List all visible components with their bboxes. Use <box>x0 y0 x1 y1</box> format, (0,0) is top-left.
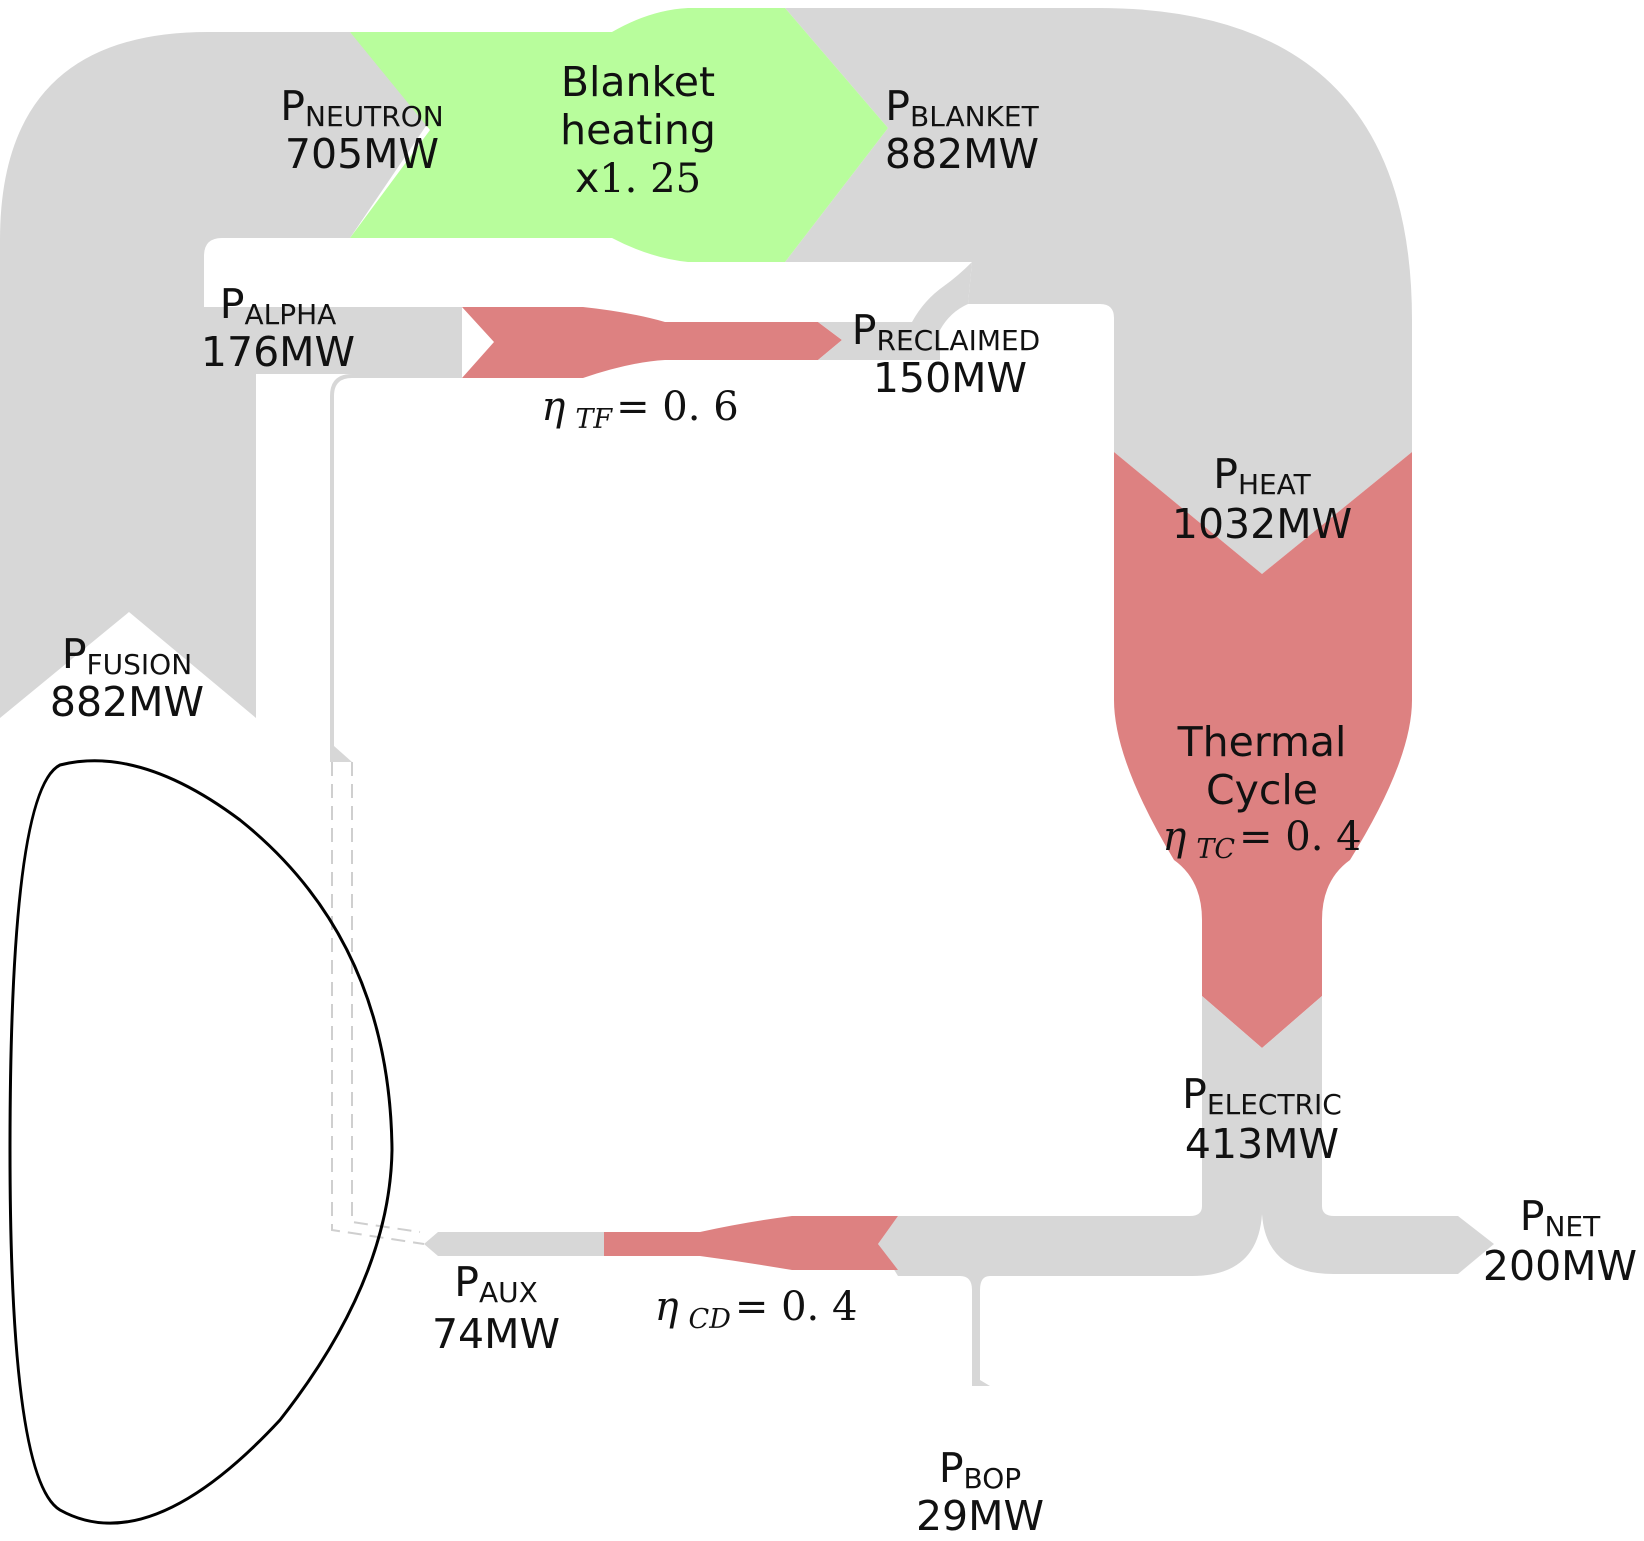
label-blanket-heating: Blanket heating x1. 25 <box>560 58 716 202</box>
label-bop-subscript: BOP <box>964 1462 1022 1495</box>
blanket-heating-line1: Blanket <box>561 58 715 106</box>
stage-thermal-cycle <box>1114 452 1412 1048</box>
eta-tf-value: = 0. 6 <box>616 384 739 430</box>
svg-text:PHEAT: PHEAT <box>1213 450 1311 501</box>
label-heat-value: 1032MW <box>1172 500 1352 548</box>
blanket-heating-multiplier: 1. 25 <box>599 156 701 202</box>
label-neutron-symbol: P <box>280 82 305 130</box>
stage-blanket-heating <box>350 8 888 262</box>
svg-text:PELECTRIC: PELECTRIC <box>1182 1070 1342 1121</box>
svg-text:PNET: PNET <box>1520 1192 1601 1243</box>
eta-tf-sub: TF <box>575 404 613 435</box>
flow-fusion-neutron-blanket-heat <box>0 32 430 718</box>
label-aux-value: 74MW <box>432 1310 560 1358</box>
label-reclaimed-value: 150MW <box>873 354 1027 402</box>
label-heat-subscript: HEAT <box>1238 468 1312 501</box>
eta-cd-symbol: η <box>655 1284 679 1330</box>
label-thermal-cycle: Thermal Cycle η TC= 0. 4 <box>1162 718 1361 865</box>
eta-cd-sub: CD <box>689 1304 732 1335</box>
label-fusion-subscript: FUSION <box>87 648 193 681</box>
label-heat: PHEAT 1032MW <box>1172 450 1352 548</box>
label-reclaimed-subscript: RECLAIMED <box>876 324 1040 357</box>
label-net: PNET 200MW <box>1483 1192 1637 1290</box>
flow-aux-return-dashed <box>331 762 425 1245</box>
label-blanket-value: 882MW <box>885 130 1039 178</box>
label-blanket-symbol: P <box>885 82 910 130</box>
eta-cd-value: = 0. 4 <box>735 1284 858 1330</box>
label-net-value: 200MW <box>1483 1242 1637 1290</box>
label-eta-tf: η TF= 0. 6 <box>541 384 738 435</box>
svg-text:x1. 25: x1. 25 <box>575 154 701 202</box>
svg-text:PBLANKET: PBLANKET <box>885 82 1039 133</box>
label-aux: PAUX 74MW <box>432 1258 560 1358</box>
label-electric-value: 413MW <box>1185 1120 1339 1168</box>
svg-text:PBOP: PBOP <box>939 1444 1021 1495</box>
label-reclaimed-symbol: P <box>852 306 877 354</box>
svg-text:ηTF= 0. 6: η TF= 0. 6 <box>541 384 738 435</box>
label-electric-subscript: ELECTRIC <box>1207 1088 1342 1121</box>
label-fusion-value: 882MW <box>50 678 204 726</box>
thermal-cycle-line1: Thermal <box>1177 718 1347 766</box>
label-alpha-symbol: P <box>220 280 245 328</box>
label-alpha-value: 176MW <box>201 328 355 376</box>
label-aux-symbol: P <box>454 1258 479 1306</box>
blanket-heating-line2: heating <box>560 106 716 154</box>
svg-text:PFUSION: PFUSION <box>62 630 192 681</box>
blanket-heating-x: x <box>575 154 599 202</box>
flow-electric <box>878 996 1494 1386</box>
label-net-symbol: P <box>1520 1192 1545 1240</box>
svg-text:ηCD= 0. 4: η CD= 0. 4 <box>655 1284 858 1335</box>
svg-text:PNEUTRON: PNEUTRON <box>280 82 443 133</box>
label-bop-value: 29MW <box>916 1492 1044 1540</box>
flow-alpha-to-reclaimed <box>256 307 462 762</box>
label-fusion: PFUSION 882MW <box>50 630 204 726</box>
flow-blanket-to-heat <box>785 8 1412 574</box>
label-neutron-subscript: NEUTRON <box>305 100 444 133</box>
label-alpha: PALPHA 176MW <box>201 280 355 376</box>
eta-tf-symbol: η <box>541 384 565 430</box>
label-net-subscript: NET <box>1544 1210 1601 1243</box>
thermal-cycle-line2: Cycle <box>1206 766 1318 814</box>
label-electric-symbol: P <box>1182 1070 1207 1118</box>
label-neutron: PNEUTRON 705MW <box>280 82 443 178</box>
label-aux-subscript: AUX <box>479 1276 538 1309</box>
label-blanket: PBLANKET 882MW <box>885 82 1040 178</box>
flow-reclaimed-merge <box>818 262 972 360</box>
label-bop-symbol: P <box>939 1444 964 1492</box>
flow-aux <box>424 1232 604 1256</box>
eta-tc-symbol: η <box>1162 814 1186 860</box>
label-reclaimed: PRECLAIMED 150MW <box>852 306 1041 402</box>
svg-text:PRECLAIMED: PRECLAIMED <box>852 306 1041 357</box>
svg-text:ηTC= 0. 4: η TC= 0. 4 <box>1162 814 1361 865</box>
label-electric: PELECTRIC 413MW <box>1182 1070 1342 1168</box>
svg-text:PALPHA: PALPHA <box>220 280 337 331</box>
eta-tc-sub: TC <box>1196 834 1235 865</box>
label-alpha-subscript: ALPHA <box>244 298 336 331</box>
label-neutron-value: 705MW <box>285 130 439 178</box>
label-bop: PBOP 29MW <box>916 1444 1044 1540</box>
plasma-outline <box>8 759 394 1525</box>
stage-cd <box>604 1216 898 1270</box>
eta-tc-value: = 0. 4 <box>1239 814 1362 860</box>
svg-text:PAUX: PAUX <box>454 1258 538 1309</box>
label-blanket-subscript: BLANKET <box>910 100 1040 133</box>
stage-tf <box>462 307 842 378</box>
label-heat-symbol: P <box>1213 450 1238 498</box>
label-eta-cd: η CD= 0. 4 <box>655 1284 858 1335</box>
label-fusion-symbol: P <box>62 630 87 678</box>
